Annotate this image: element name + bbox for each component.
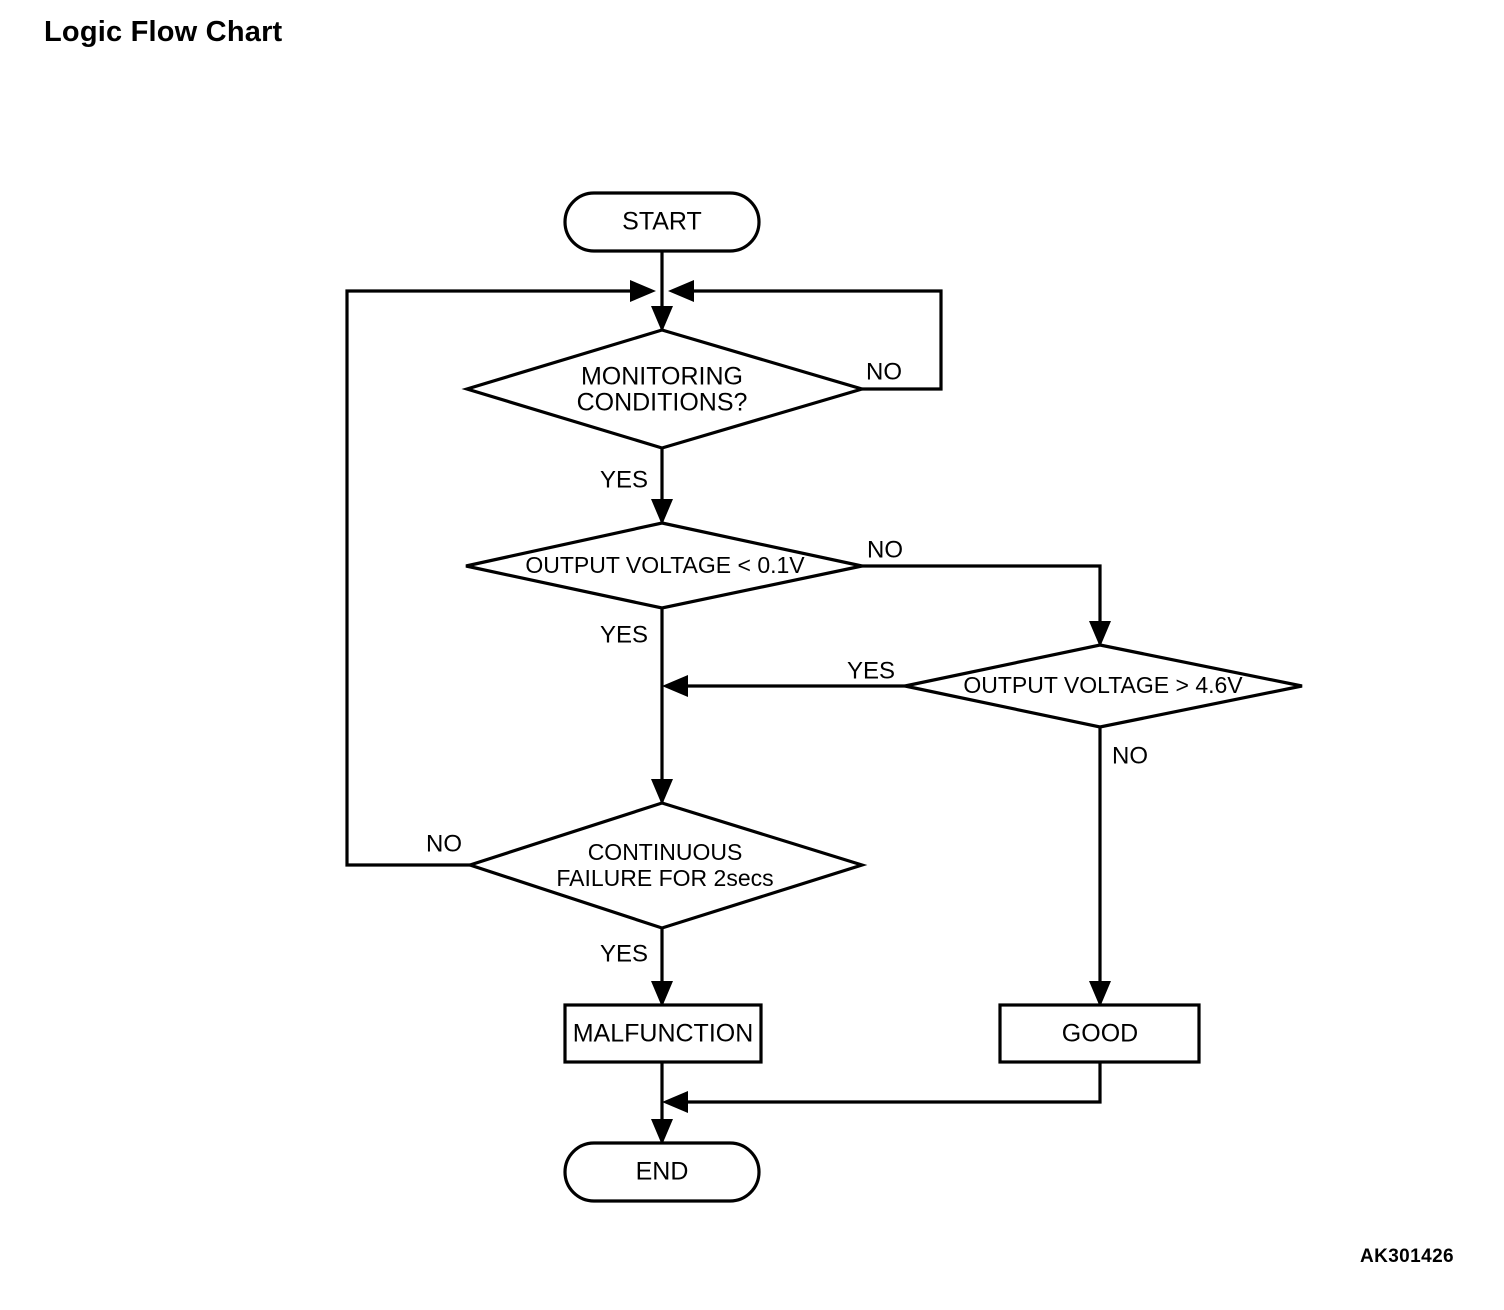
node-end-label: END	[636, 1158, 689, 1186]
node-output-voltage-low-label: OUTPUT VOLTAGE < 0.1V	[525, 552, 805, 578]
edge-label-failure-yes: YES	[600, 940, 648, 967]
node-end: END	[563, 1141, 761, 1203]
arrowhead-down-voltage-low	[651, 499, 673, 525]
connector-voltage-low-no	[862, 564, 1111, 647]
connector-voltage-high-yes	[662, 675, 905, 697]
arrowhead-down-voltage-high	[1089, 621, 1111, 647]
connector-monitoring-yes	[651, 448, 673, 525]
arrowhead-left-merge-right	[668, 280, 694, 302]
node-good-label: GOOD	[1062, 1020, 1138, 1048]
connector-failure-no-loopback	[345, 280, 656, 867]
reference-code: AK301426	[1359, 1246, 1454, 1267]
arrowhead-down-good	[1089, 981, 1111, 1007]
arrowhead-left-end-merge	[662, 1091, 688, 1113]
connector-malfunction-to-end	[651, 1062, 673, 1145]
edge-label-monitoring-no: NO	[866, 358, 902, 385]
node-output-voltage-low: OUTPUT VOLTAGE < 0.1V	[465, 521, 863, 610]
node-output-voltage-high-label: OUTPUT VOLTAGE > 4.6V	[963, 672, 1243, 698]
node-continuous-failure-label-line1: CONTINUOUS	[588, 839, 743, 865]
node-continuous-failure: CONTINUOUS FAILURE FOR 2secs	[464, 801, 868, 930]
node-start-label: START	[622, 208, 702, 236]
node-monitoring-label-line1: MONITORING	[581, 363, 743, 391]
node-monitoring-conditions: MONITORING CONDITIONS?	[461, 328, 868, 450]
edge-label-voltage-high-no: NO	[1112, 742, 1148, 769]
node-output-voltage-high: OUTPUT VOLTAGE > 4.6V	[904, 643, 1303, 729]
arrowhead-down-malfunction	[651, 981, 673, 1007]
connector-monitoring-no-loopback	[668, 280, 943, 391]
arrowhead-down-monitoring	[651, 306, 673, 332]
arrowhead-left-trunk	[662, 675, 688, 697]
node-malfunction-label: MALFUNCTION	[573, 1020, 754, 1048]
connector-failure-yes	[651, 928, 673, 1007]
edge-label-monitoring-yes: YES	[600, 466, 648, 493]
node-continuous-failure-label-line2: FAILURE FOR 2secs	[556, 865, 773, 891]
edge-label-voltage-low-no: NO	[867, 536, 903, 563]
edge-label-failure-no: NO	[426, 830, 462, 857]
arrowhead-down-continuous-failure	[651, 779, 673, 805]
edge-label-voltage-low-yes: YES	[600, 621, 648, 648]
node-monitoring-label-line2: CONDITIONS?	[577, 389, 748, 417]
connector-voltage-high-no	[1089, 727, 1111, 1007]
page-title: Logic Flow Chart	[44, 16, 283, 48]
arrowhead-right-merge-left	[630, 280, 656, 302]
arrowhead-down-end	[651, 1119, 673, 1145]
node-start: START	[563, 191, 761, 253]
node-malfunction: MALFUNCTION	[563, 1003, 763, 1064]
connector-voltage-low-yes	[651, 608, 673, 805]
connector-good-to-end	[662, 1062, 1102, 1113]
connector-start-to-merge	[651, 250, 673, 332]
edge-label-voltage-high-yes: YES	[847, 657, 895, 684]
node-good: GOOD	[998, 1003, 1201, 1064]
